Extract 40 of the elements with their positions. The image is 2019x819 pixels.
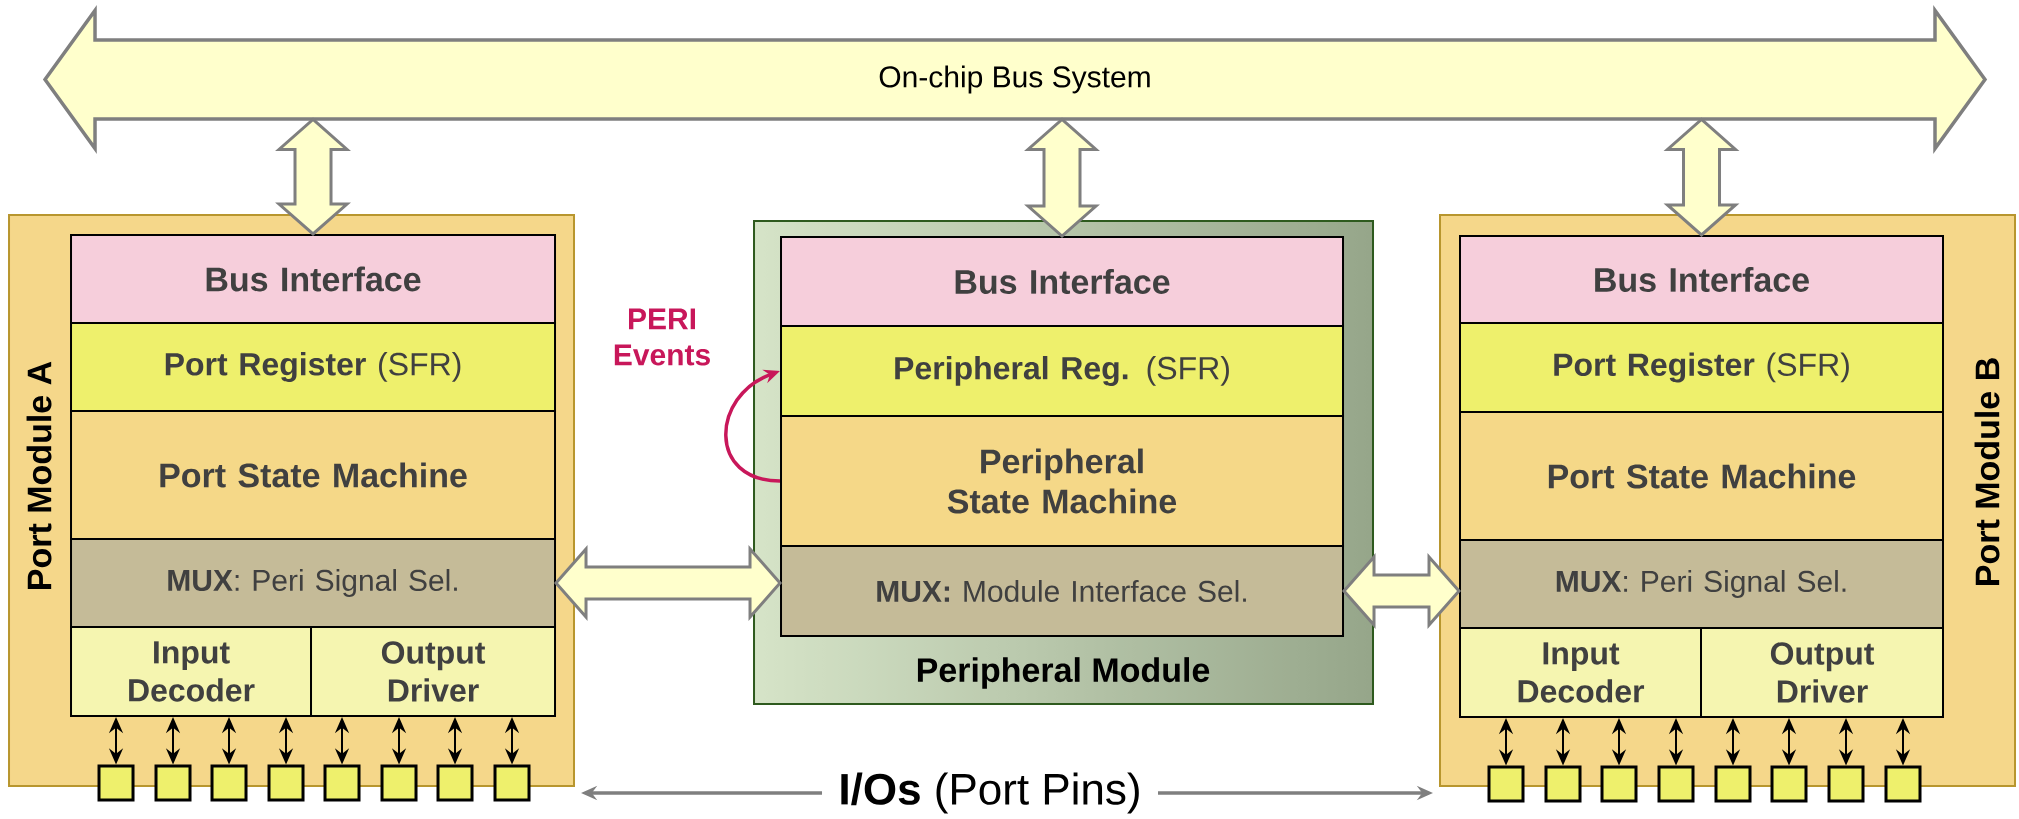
register-block: Port Register (SFR) — [70, 322, 556, 412]
block-arrow — [1024, 117, 1100, 238]
state-machine-block: Port State Machine — [70, 410, 556, 540]
pin-square — [1827, 765, 1865, 803]
pin-square — [1657, 765, 1695, 803]
pin-square — [1600, 765, 1638, 803]
pin-square — [210, 764, 248, 802]
pin-square — [493, 764, 531, 802]
pin-square — [1714, 765, 1752, 803]
block-arrow — [1663, 117, 1740, 237]
pin-square — [1884, 765, 1922, 803]
pin-square — [1770, 765, 1808, 803]
io-label: I/Os (Port Pins) — [841, 772, 1139, 814]
mux-block: MUX: Peri Signal Sel. — [70, 538, 556, 628]
block-arrow — [554, 545, 782, 621]
io-block: Input Decoder — [1459, 627, 1702, 718]
pin-square — [380, 764, 418, 802]
mux-block: MUX: Peri Signal Sel. — [1459, 539, 1944, 629]
io-block: Input Decoder — [70, 626, 312, 717]
register-block: Peripheral Reg. (SFR) — [780, 325, 1344, 417]
interface-block: Bus Interface — [70, 234, 556, 324]
interface-block: Bus Interface — [780, 236, 1344, 327]
block-arrow — [275, 117, 351, 236]
pin-square — [1544, 765, 1582, 803]
state-machine-block: Port State Machine — [1459, 411, 1944, 541]
block-arrow — [1342, 553, 1461, 629]
edge-label: PERI Events — [614, 308, 710, 366]
state-machine-block: Peripheral State Machine — [780, 415, 1344, 547]
pin-square — [436, 764, 474, 802]
pin-square — [97, 764, 135, 802]
pin-square — [154, 764, 192, 802]
curved-arrow — [724, 369, 781, 483]
pin-square — [1487, 765, 1525, 803]
pin-square — [323, 764, 361, 802]
mux-block: MUX: Module Interface Sel. — [780, 545, 1344, 637]
register-block: Port Register (SFR) — [1459, 322, 1944, 413]
interface-block: Bus Interface — [1459, 235, 1944, 324]
io-block: Output Driver — [1700, 627, 1944, 718]
io-block: Output Driver — [310, 626, 556, 717]
pin-square — [267, 764, 305, 802]
